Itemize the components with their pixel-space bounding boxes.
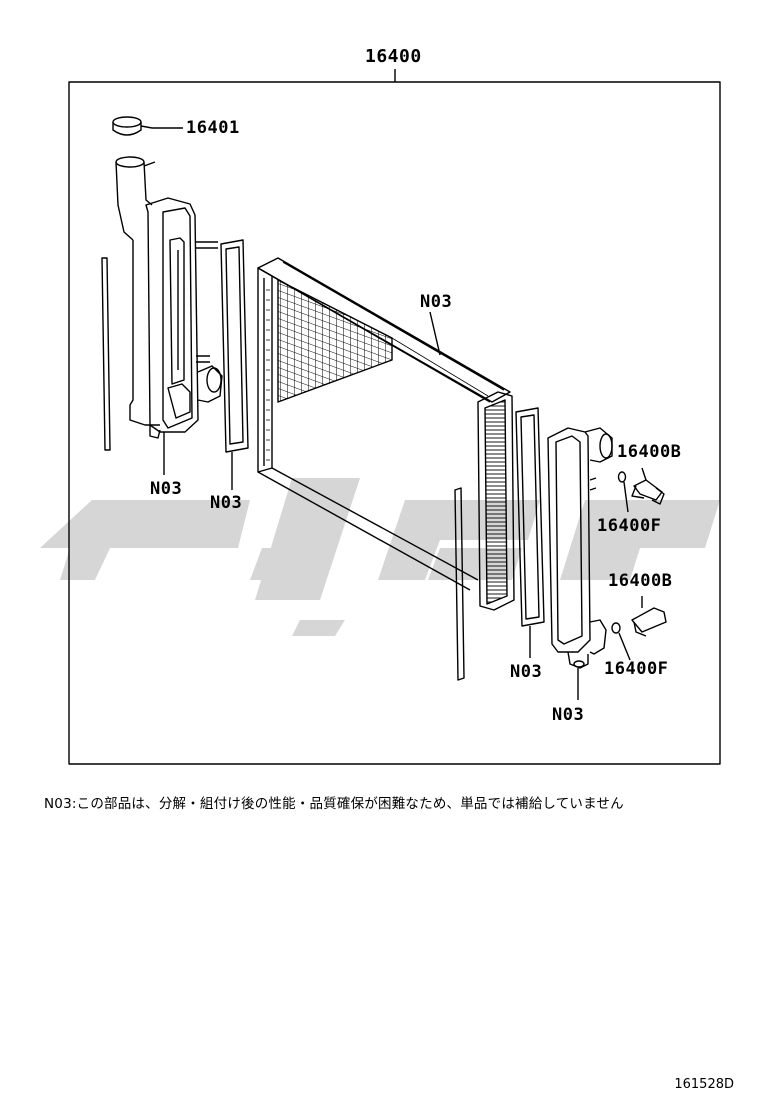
callout-16401: 16401 [186,118,240,138]
left-seal-strip [101,257,111,451]
upper-drain-plug [631,467,665,505]
callout-n03-core: N03 [420,292,453,312]
right-tank [547,427,613,669]
callout-n03-right-gasket: N03 [510,662,543,682]
watermark-logo [40,478,720,636]
n03-core-leader [429,311,441,356]
left-gasket [220,239,249,453]
assembly-number-label: 16400 [365,46,422,67]
lower-seal-strip [454,487,465,681]
left-tank [115,156,223,439]
right-gasket [515,407,545,627]
lower-o-ring [611,622,621,634]
lower-drain-plug [631,596,667,637]
footnote-n03: N03:この部品は、分解・組付け後の性能・品質確保が困難なため、単品では補給して… [44,796,624,812]
16400f-upper-leader [623,481,629,513]
16400f-lower-leader [618,632,631,661]
callout-16400b-lower: 16400B [608,571,673,591]
callout-n03-left-tank: N03 [150,479,183,499]
radiator-cap [112,116,183,136]
radiator-core [257,257,515,611]
callout-16400f-upper: 16400F [597,516,662,536]
callout-16400f-lower: 16400F [604,659,669,679]
upper-o-ring [617,471,627,483]
callout-n03-right-tank: N03 [552,705,585,725]
figure-code: 161528D [674,1077,734,1092]
callout-n03-left-gasket: N03 [210,493,243,513]
callout-16400b-upper: 16400B [617,442,682,462]
